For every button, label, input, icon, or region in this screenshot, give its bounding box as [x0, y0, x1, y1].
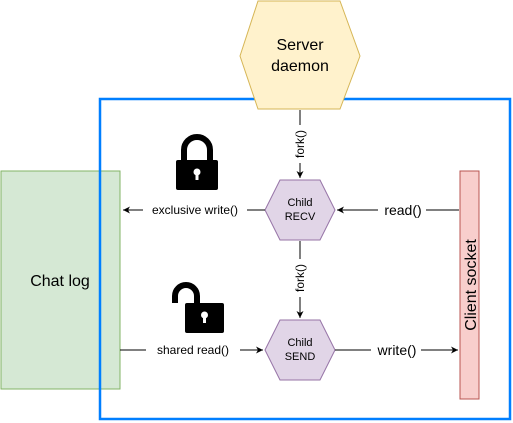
child-send-node: Child SEND	[264, 319, 336, 381]
lock-open-keyhole-slot	[203, 315, 206, 323]
edge-socket-write-label-bg	[371, 341, 421, 359]
edge-socket-read-label-bg	[378, 201, 426, 219]
edge-exclusive-write-label: exclusive write()	[152, 203, 238, 217]
edge-shared-read-label-bg	[146, 341, 240, 359]
edge-exclusive-write: exclusive write()	[123, 201, 265, 219]
edge-fork-recv-send-label: fork()	[293, 264, 307, 292]
lock-closed-keyhole-slot	[195, 172, 199, 180]
client-socket-box	[459, 170, 480, 400]
edge-shared-read-label: shared read()	[157, 343, 229, 357]
client-socket-label: Client socket	[463, 239, 480, 331]
child-send-label-line1: Child	[287, 337, 312, 349]
child-recv-node: Child RECV	[264, 179, 336, 241]
edge-fork-server-recv-label-bg	[293, 125, 307, 163]
chat-log-label: Chat log	[30, 273, 90, 290]
edge-fork-recv-send: fork()	[293, 241, 307, 318]
lock-open-icon	[172, 282, 224, 333]
server-daemon-node: Server daemon	[239, 0, 361, 110]
server-daemon-label-line2: daemon	[271, 58, 329, 75]
edge-fork-recv-send-label-bg	[293, 259, 307, 297]
edge-exclusive-write-label-bg	[143, 201, 247, 219]
child-send-label-line2: SEND	[285, 351, 316, 363]
edge-socket-read: read()	[337, 201, 459, 219]
edge-fork-server-recv: fork()	[293, 110, 307, 178]
server-daemon-label-line1: Server	[276, 37, 324, 54]
edge-socket-read-label: read()	[384, 202, 421, 218]
edge-fork-server-recv-label: fork()	[293, 130, 307, 158]
edge-socket-write-label: write()	[377, 342, 417, 358]
server-daemon-hexagon	[239, 0, 361, 110]
child-recv-hexagon	[264, 179, 336, 241]
lock-closed-icon	[176, 134, 218, 190]
lock-closed-shackle	[181, 134, 213, 162]
edge-socket-write: write()	[335, 341, 458, 359]
child-recv-label-line1: Child	[287, 197, 312, 209]
child-send-hexagon	[264, 319, 336, 381]
client-socket-node: Client socket	[459, 170, 480, 400]
edge-shared-read: shared read()	[120, 341, 263, 359]
lock-open-shackle	[172, 282, 200, 303]
child-recv-label-line2: RECV	[285, 211, 316, 223]
chat-log-node: Chat log	[0, 170, 121, 390]
